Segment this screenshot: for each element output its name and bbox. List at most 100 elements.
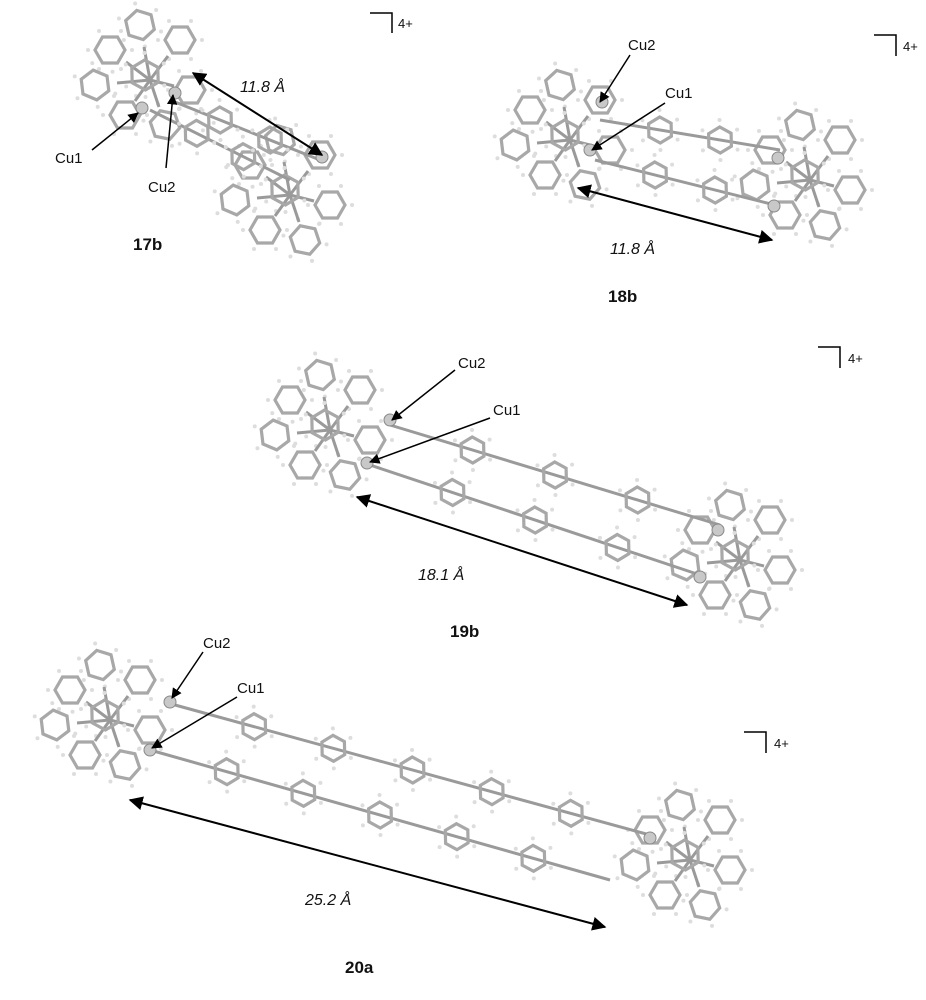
hydrogen-atom — [350, 203, 354, 207]
aromatic-ring — [83, 648, 117, 682]
hydrogen-atom — [223, 145, 228, 150]
aromatic-ring — [619, 848, 651, 882]
hydrogen-atom — [217, 98, 222, 103]
hydrogen-atom — [410, 748, 415, 753]
hydrogen-atom — [772, 193, 776, 198]
hydrogen-atom — [635, 183, 640, 188]
hydrogen-atom — [137, 708, 141, 713]
hydrogen-atom — [490, 809, 495, 814]
hydrogen-atom — [428, 777, 433, 782]
hydrogen-atom — [283, 781, 288, 786]
hydrogen-atom — [437, 825, 442, 830]
hydrogen-atom — [299, 417, 303, 422]
aromatic-ring — [583, 85, 617, 115]
hydrogen-atom — [757, 128, 761, 133]
hydrogen-atom — [724, 907, 729, 912]
hydrogen-atom — [427, 757, 432, 762]
aromatic-ring — [550, 118, 580, 152]
hydrogen-atom — [746, 518, 750, 522]
hydrogen-atom — [212, 140, 217, 145]
hydrogen-atom — [303, 412, 308, 417]
hydrogen-atom — [110, 69, 115, 74]
hydrogen-atom — [630, 841, 635, 846]
hydrogen-atom — [450, 470, 455, 475]
hydrogen-atom — [395, 802, 400, 807]
copper-atom — [693, 570, 707, 584]
hydrogen-atom — [57, 707, 61, 712]
hydrogen-atom — [487, 437, 492, 442]
hydrogen-atom — [532, 153, 536, 158]
cu1-label: Cu1 — [665, 85, 693, 102]
hydrogen-atom — [281, 233, 286, 238]
hydrogen-atom — [735, 593, 739, 597]
cu2-pointer — [165, 93, 178, 169]
hydrogen-atom — [393, 778, 398, 783]
hydrogen-atom — [587, 78, 591, 83]
hydrogen-atom — [90, 688, 94, 692]
hydrogen-atom — [454, 814, 459, 819]
bond — [313, 429, 332, 452]
aromatic-ring — [241, 711, 268, 742]
hydrogen-atom — [292, 443, 296, 448]
hydrogen-atom — [784, 184, 789, 189]
hydrogen-atom — [119, 28, 123, 33]
aromatic-ring — [68, 740, 102, 770]
hydrogen-atom — [709, 547, 713, 552]
hydrogen-atom — [750, 161, 755, 166]
hydrogen-atom — [294, 123, 299, 128]
bond — [805, 175, 812, 182]
hydrogen-atom — [234, 715, 239, 720]
hydrogen-atom — [281, 463, 285, 467]
hydrogen-atom — [360, 823, 365, 828]
aromatic-ring — [738, 589, 772, 621]
hydrogen-atom — [652, 873, 656, 878]
hydrogen-atom — [735, 147, 740, 152]
hydrogen-atom — [816, 138, 820, 142]
hydrogen-atom — [752, 563, 757, 568]
hydrogen-atom — [331, 766, 336, 771]
hydrogen-atom — [452, 438, 457, 443]
hydrogen-atom — [79, 668, 83, 673]
hydrogen-atom — [101, 758, 106, 763]
aromatic-ring — [353, 425, 387, 455]
hydrogen-atom — [517, 88, 521, 93]
hydrogen-atom — [468, 500, 473, 505]
hydrogen-atom — [563, 154, 568, 159]
hydrogen-atom — [570, 482, 575, 487]
hydrogen-atom — [357, 418, 361, 423]
hydrogen-atom — [790, 518, 794, 522]
hydrogen-atom — [321, 468, 326, 473]
hydrogen-atom — [539, 127, 543, 132]
hydrogen-atom — [653, 192, 658, 197]
aromatic-ring — [213, 756, 240, 787]
aromatic-ring — [646, 115, 674, 145]
hydrogen-atom — [410, 787, 415, 792]
hydrogen-atom — [803, 194, 808, 199]
hydrogen-atom — [123, 62, 128, 67]
aromatic-ring — [739, 168, 771, 202]
hydrogen-atom — [597, 535, 602, 540]
hydrogen-atom — [612, 854, 617, 859]
cu2-pointer — [171, 651, 204, 699]
hydrogen-atom — [348, 735, 353, 740]
bond — [325, 425, 332, 432]
hydrogen-atom — [738, 619, 743, 624]
cu1-pointer — [151, 696, 238, 749]
cu2-label: Cu2 — [628, 37, 656, 54]
hydrogen-atom — [570, 462, 575, 467]
hydrogen-atom — [224, 165, 229, 170]
hydrogen-atom — [302, 198, 307, 203]
hydrogen-atom — [767, 548, 771, 553]
aromatic-ring — [93, 35, 127, 65]
hydrogen-atom — [61, 753, 65, 757]
aromatic-ring — [670, 838, 700, 872]
hydrogen-atom — [744, 488, 749, 493]
hydrogen-atom — [57, 668, 61, 673]
hydrogen-atom — [711, 517, 716, 522]
hydrogen-atom — [285, 147, 290, 152]
cu1-pointer — [591, 102, 666, 151]
hydrogen-atom — [224, 749, 229, 754]
hydrogen-atom — [774, 607, 779, 612]
hydrogen-atom — [268, 157, 273, 162]
hydrogen-atom — [161, 61, 166, 66]
